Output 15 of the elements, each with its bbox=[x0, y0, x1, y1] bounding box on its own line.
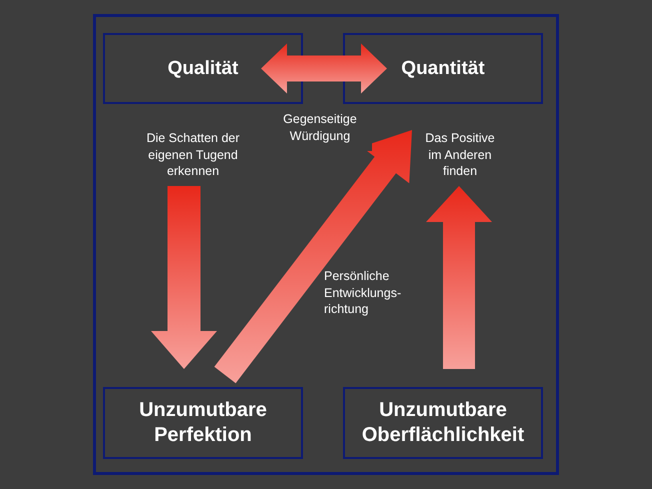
concept-label: Unzumutbare Perfektion bbox=[138, 398, 268, 448]
concept-label: Quantität bbox=[401, 56, 485, 80]
concept-box bbox=[343, 387, 543, 459]
concept-box bbox=[343, 33, 543, 104]
frame-box bbox=[93, 14, 559, 475]
block-arrow bbox=[426, 186, 492, 369]
concept-box bbox=[103, 33, 303, 104]
edge-label: Persönliche Entwicklungs- richtung bbox=[324, 269, 402, 316]
edge-label: Gegenseitige Würdigung bbox=[283, 112, 357, 143]
concept-label: Unzumutbare Oberflächlichkeit bbox=[360, 398, 526, 448]
block-arrow bbox=[261, 44, 387, 94]
block-arrow bbox=[151, 186, 217, 369]
concept-box bbox=[103, 387, 303, 459]
block-arrow bbox=[214, 130, 412, 384]
concept-label: Qualität bbox=[168, 56, 238, 80]
